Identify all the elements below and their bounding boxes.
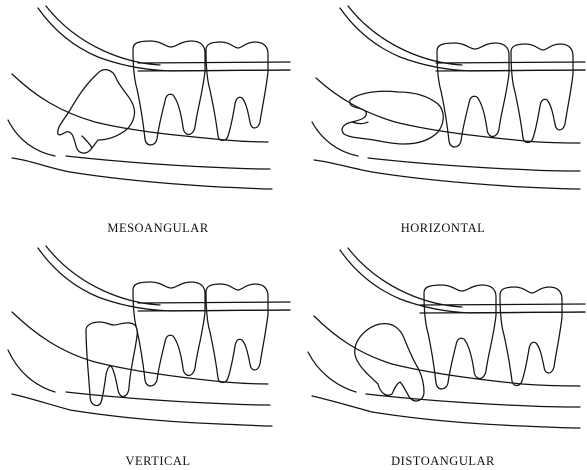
panel-label-vertical: VERTICAL	[58, 454, 258, 469]
root-line	[352, 122, 368, 124]
gingival-line	[38, 8, 290, 71]
second-molar	[133, 282, 205, 386]
ramus-outline	[8, 120, 55, 156]
occlusal-line	[420, 304, 585, 305]
first-molar	[206, 284, 268, 383]
panel-mesoangular	[8, 6, 290, 189]
panel-label-mesoangular: MESOANGULAR	[58, 221, 258, 236]
gingival-line	[38, 248, 290, 311]
first-molar	[511, 44, 573, 143]
panel-label-distoangular: DISTOANGULAR	[343, 454, 543, 469]
panel-horizontal	[312, 6, 585, 189]
occlusal-line	[138, 62, 290, 63]
first-molar	[500, 287, 562, 386]
second-molar	[133, 41, 205, 145]
occlusal-line-2	[420, 312, 585, 313]
impacted-third-molar	[58, 70, 135, 153]
impacted-third-molar	[355, 324, 424, 401]
impacted-third-molar	[86, 322, 137, 406]
gingival-line	[340, 8, 585, 71]
canal-line	[66, 156, 270, 169]
mandible-border	[314, 160, 580, 189]
ramus-outline	[308, 352, 356, 392]
first-molar	[206, 42, 268, 141]
second-molar	[437, 43, 509, 147]
canal-line	[66, 392, 270, 405]
impacted-third-molar	[342, 91, 443, 144]
panel-distoangular	[308, 248, 585, 428]
panel-vertical	[8, 246, 290, 426]
canal-line	[366, 394, 580, 407]
second-molar	[424, 285, 496, 389]
occlusal-line	[138, 302, 290, 303]
canal-line	[368, 158, 580, 171]
panel-label-horizontal: HORIZONTAL	[343, 221, 543, 236]
ramus-outline	[312, 122, 358, 156]
ramus-outline	[8, 350, 55, 392]
gingival-line	[340, 250, 585, 313]
root-line	[82, 136, 92, 148]
occlusal-line	[436, 62, 585, 63]
